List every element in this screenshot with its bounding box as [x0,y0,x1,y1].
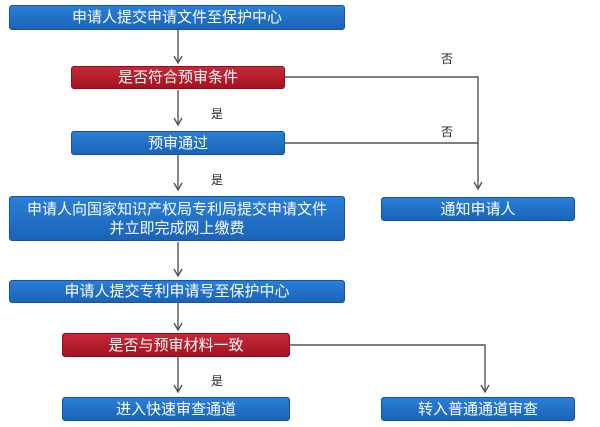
node-decision-meets-pre-exam: 是否符合预审条件 [71,66,285,89]
label-no-pre-exam: 否 [441,52,454,66]
connector-consistency-no-to-normal [290,344,490,394]
node-file-with-cnipa: 申请人向国家知识产权局专利局提交申请文件并立即完成网上缴费 [9,196,345,241]
label-no-passed: 否 [441,125,454,139]
node-notify-applicant: 通知申请人 [381,197,575,221]
label-yes-consistent: 是 [211,374,224,388]
node-decision-consistent: 是否与预审材料一致 [62,333,290,357]
node-submit-patent-number: 申请人提交专利申请号至保护中心 [9,280,345,303]
node-fast-track-exam: 进入快速审查通道 [62,397,290,421]
label-yes-pre-exam: 是 [211,107,224,121]
connector-decision-no-to-notify [285,76,483,191]
node-pre-exam-passed: 预审通过 [71,131,285,155]
node-submit-application: 申请人提交申请文件至保护中心 [9,5,345,30]
node-normal-exam: 转入普通通道审查 [381,397,575,421]
label-yes-passed: 是 [211,173,224,187]
